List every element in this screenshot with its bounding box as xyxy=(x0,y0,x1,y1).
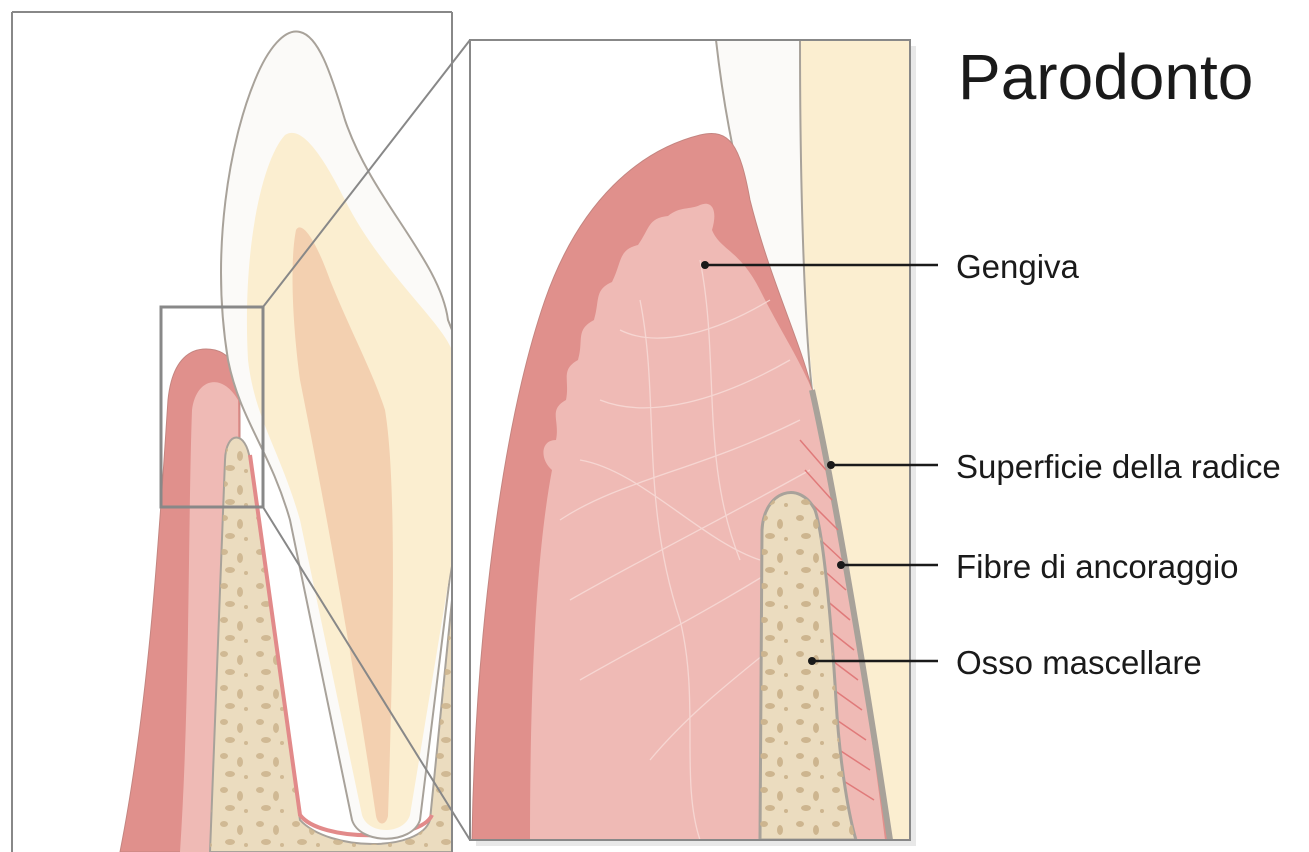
label-gum-text: Gengiva xyxy=(956,248,1080,285)
detail-panel xyxy=(470,40,916,846)
label-root-surface-text: Superficie della radice xyxy=(956,448,1281,485)
label-anchoring-fibers-text: Fibre di ancoraggio xyxy=(956,548,1239,585)
diagram-title: Parodonto xyxy=(958,41,1253,113)
label-jaw-bone-text: Osso mascellare xyxy=(956,644,1202,681)
overview-panel xyxy=(12,12,452,852)
